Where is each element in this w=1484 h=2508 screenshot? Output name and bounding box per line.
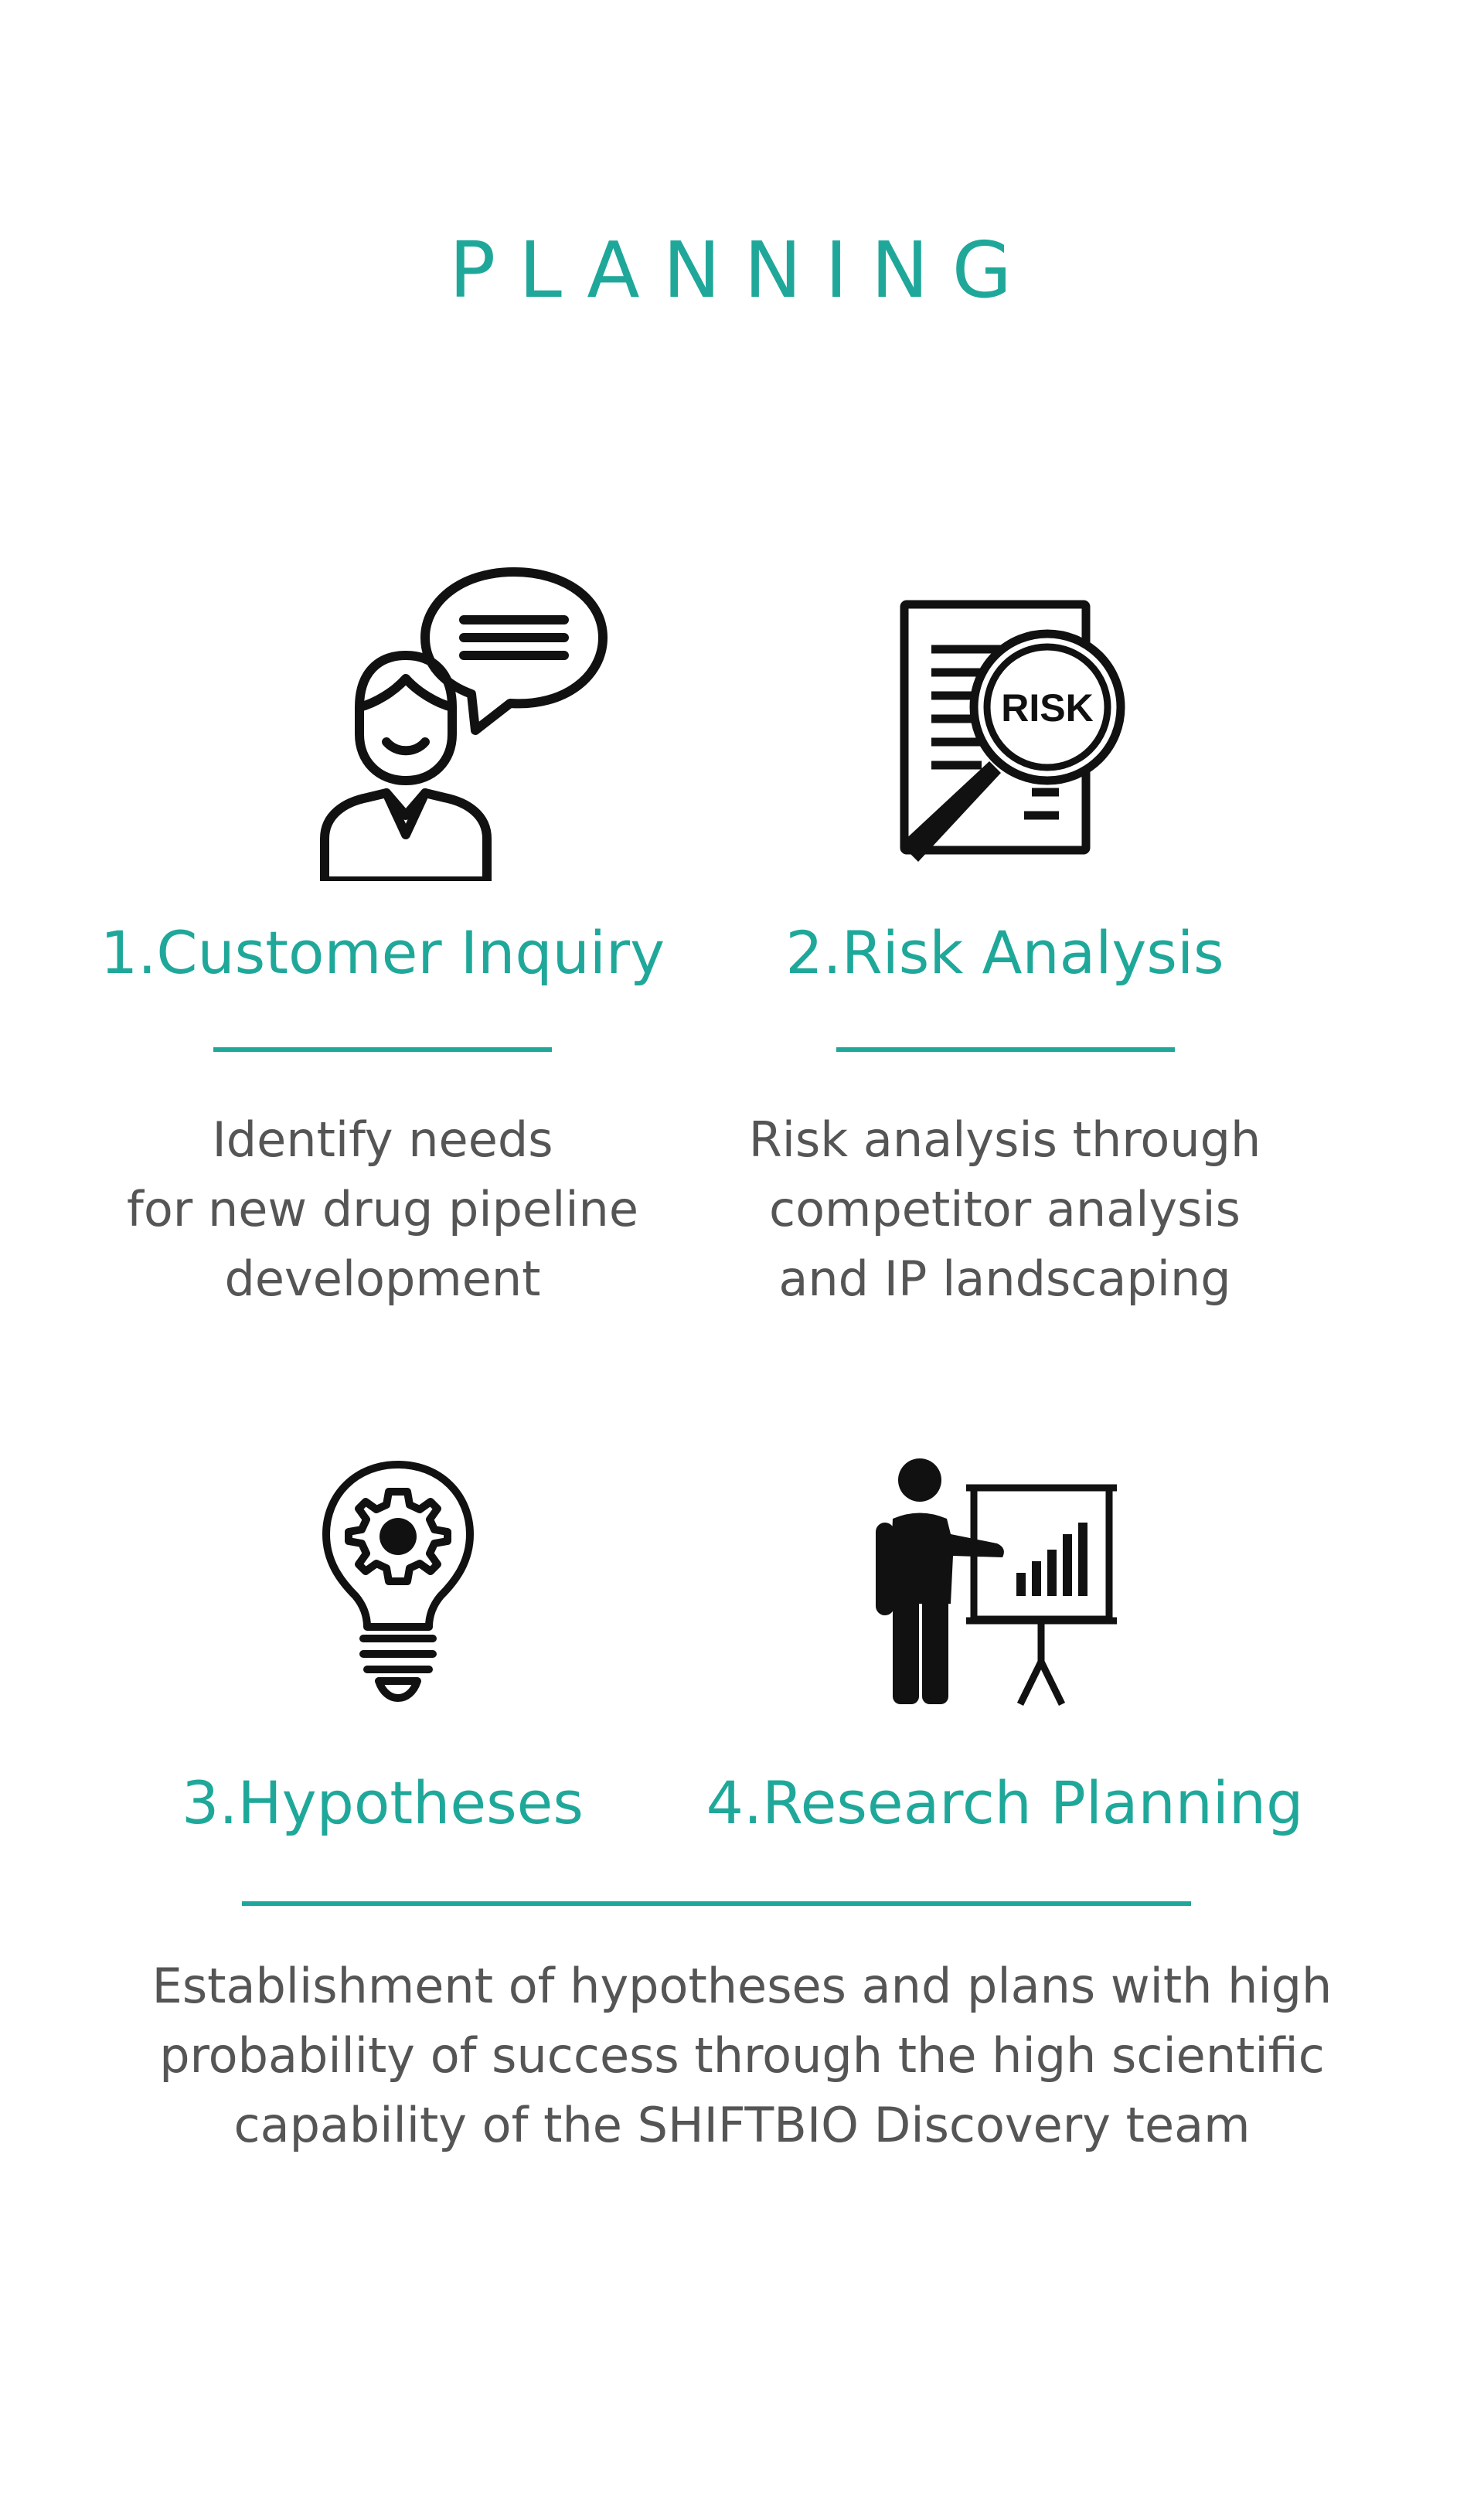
description-line: for new drug pipeline: [127, 1181, 638, 1237]
step-divider-customer-inquiry: [213, 1047, 552, 1052]
description-line: and IP landscaping: [778, 1251, 1231, 1307]
presenter-chart-icon: [870, 1457, 1117, 1708]
shared-divider: [242, 1901, 1191, 1906]
step-description-customer-inquiry: Identify needs for new drug pipeline dev…: [77, 1105, 688, 1314]
step-description-risk-analysis: Risk analysis through competitor analysi…: [699, 1105, 1310, 1314]
description-line: Identify needs: [212, 1111, 553, 1168]
step-title-customer-inquiry: 1.Customer Inquiry: [100, 918, 665, 987]
step-title-research-planning: 4.Research Planning: [706, 1768, 1304, 1837]
description-line: development: [224, 1251, 541, 1307]
description-line: Establishment of hypotheses and plans wi…: [151, 1958, 1333, 2014]
step-divider-risk-analysis: [836, 1047, 1175, 1052]
lightbulb-gear-icon: [317, 1457, 479, 1704]
description-line: Risk analysis through: [748, 1111, 1261, 1168]
shared-description: Establishment of hypotheses and plans wi…: [93, 1952, 1391, 2160]
description-line: probability of success through the high …: [159, 2027, 1325, 2084]
step-title-risk-analysis: 2.Risk Analysis: [785, 918, 1224, 987]
risk-magnifier-icon: RISK: [897, 595, 1144, 873]
customer-speech-icon: [305, 556, 630, 881]
description-line: competitor analysis: [769, 1181, 1241, 1237]
description-line: capability of the SHIFTBIO Discovery tea…: [233, 2097, 1251, 2153]
step-title-hypotheses: 3.Hypotheses: [181, 1768, 584, 1837]
page-title: PLANNING: [448, 225, 1036, 315]
risk-label: RISK: [1001, 686, 1093, 730]
